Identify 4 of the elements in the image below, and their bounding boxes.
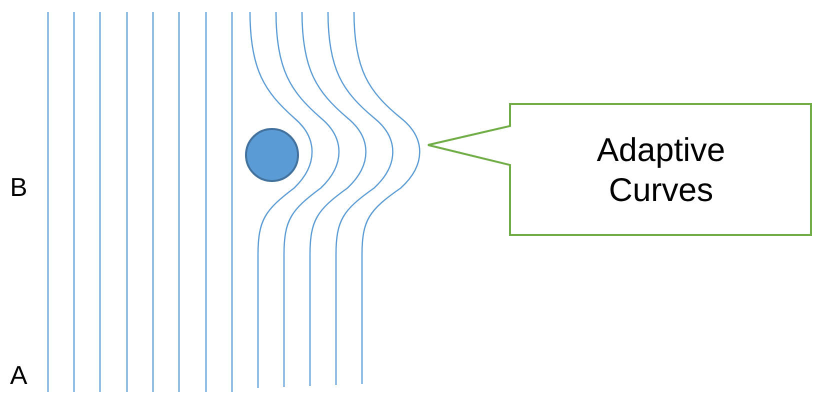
callout-box — [428, 103, 812, 236]
point-label: A — [10, 360, 28, 391]
callout-text: Adaptive Curves — [596, 130, 726, 210]
point-label: B — [10, 172, 28, 203]
